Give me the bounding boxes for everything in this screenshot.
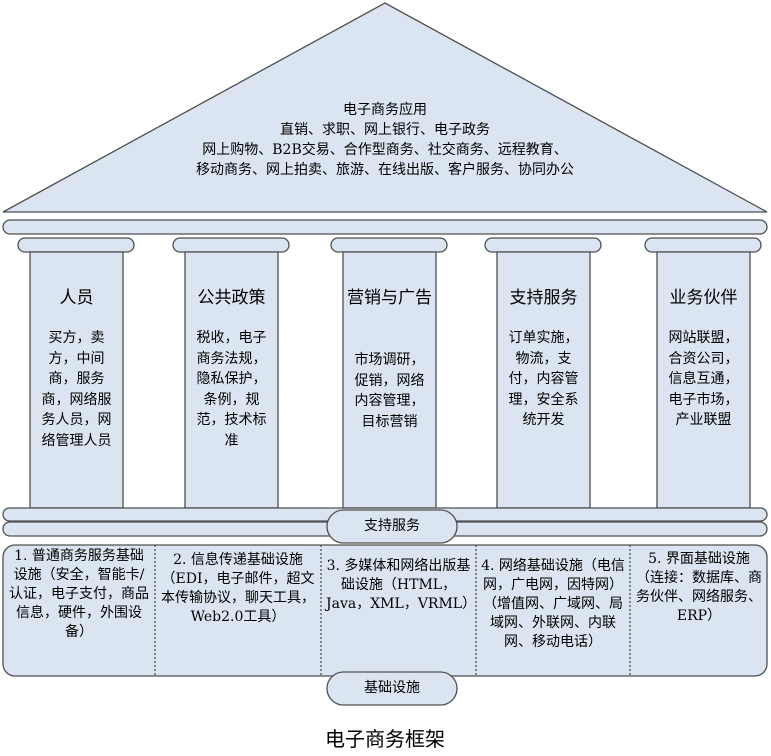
roof-title: 电子商务应用 <box>343 102 427 118</box>
pillar-body-business-partners: 网站联盟，合资公司，信息互通，电子市场，产业联盟 <box>668 330 739 428</box>
infra-cell-interface: 5. 界面基础设施（连接：数据库、商务伙伴、网络服务、ERP） <box>636 551 762 624</box>
capital-3 <box>330 237 448 253</box>
pillar-title-marketing: 营销与广告 <box>347 288 432 308</box>
infra-cell-multimedia: 3. 多媒体和网络出版基础设施（HTML，Java，XML，VRML） <box>326 558 477 612</box>
pillar-2 <box>184 251 279 509</box>
support-pill <box>326 509 458 544</box>
pillar-title-public-policy: 公共政策 <box>197 288 266 308</box>
pillar-body-marketing: 市场调研，促销，网络内容管理，目标营销 <box>354 352 425 430</box>
capital-4 <box>484 237 602 253</box>
pillar-body-support-services: 订单实施，物流，支付，内容管理，安全系统开发 <box>508 330 579 428</box>
pillar-3 <box>342 251 437 509</box>
capital-5 <box>644 237 762 253</box>
infra-cell-general-business: 1. 普通商务服务基础设施（安全，智能卡/认证，电子支付，商品信息，硬件，外围设… <box>9 548 149 640</box>
roof-line-2: 网上购物、B2B交易、合作型商务、社交商务、远程教育、 <box>202 142 568 158</box>
pillar-body-public-policy: 税收，电子商务法规，隐私保护，条例，规范，技术标准 <box>196 330 267 449</box>
pillar-5 <box>656 251 751 509</box>
entablature-bar <box>2 219 768 235</box>
infra-cell-messaging: 2. 信息传递基础设施（EDI，电子邮件，超文本传输协议，聊天工具，Web2.0… <box>161 552 315 625</box>
pillar-body-people: 买方，卖方，中间商，服务商，网络服务人员，网络管理人员 <box>41 330 112 449</box>
infra-pill <box>326 671 458 706</box>
pillar-title-people: 人员 <box>59 288 94 308</box>
infrastructure-label: 基础设施 <box>364 680 420 696</box>
infra-cell-network: 4. 网络基础设施（电信网，广电网，因特网）（增值网、广域网、局域网、外联网、内… <box>481 558 625 650</box>
pillar-title-business-partners: 业务伙伴 <box>669 288 738 308</box>
support-services-label: 支持服务 <box>364 518 420 534</box>
capital-1 <box>17 237 135 253</box>
roof <box>2 2 768 213</box>
diagram-caption: 电子商务框架 <box>325 727 445 751</box>
pillar-4 <box>496 251 591 509</box>
capital-2 <box>172 237 290 253</box>
roof-line-1: 直销、求职、网上银行、电子政务 <box>280 122 490 138</box>
pillar-title-support-services: 支持服务 <box>509 288 578 308</box>
pillar-1 <box>29 251 124 509</box>
roof-line-3: 移动商务、网上拍卖、旅游、在线出版、客户服务、协同办公 <box>196 162 574 178</box>
